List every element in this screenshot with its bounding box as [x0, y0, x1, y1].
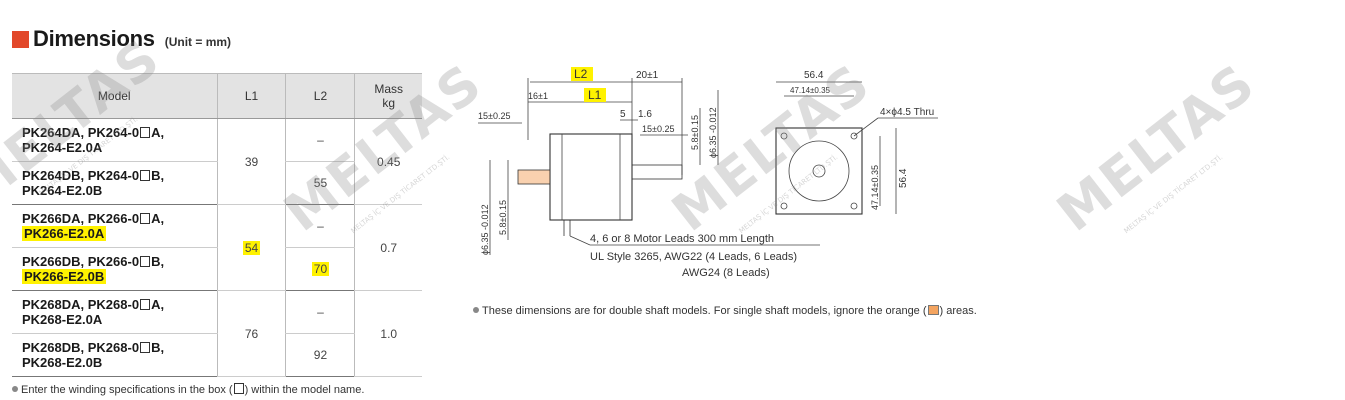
front-shaft-circle [812, 164, 826, 178]
l2-cell: – [285, 290, 355, 334]
l1-cell: 39 [216, 118, 286, 205]
winding-note: Enter the winding specifications in the … [12, 383, 364, 396]
winding-box-icon [140, 170, 151, 181]
dim-label-dia-right: ϕ6.35 -0.012 [708, 107, 718, 158]
header-mass-line1: Mass [374, 82, 404, 96]
mount-hole [850, 132, 858, 140]
motor-front-view [775, 127, 863, 215]
dim-label-l2: L2 [574, 67, 588, 81]
dim-label-1-6: 1.6 [638, 109, 652, 120]
header-l2: L2 [285, 73, 355, 119]
section-title: Dimensions [33, 26, 155, 51]
l2-cell: 70 [285, 247, 355, 291]
bullet-icon [473, 307, 479, 313]
dim-label-15a: 15±0.25 [478, 111, 510, 121]
l1-cell: 76 [216, 290, 286, 377]
l2-cell: – [285, 204, 355, 248]
section-marker-icon [12, 31, 29, 48]
mount-hole [780, 202, 788, 210]
winding-box-icon [140, 213, 151, 224]
lead-note-1: 4, 6 or 8 Motor Leads 300 mm Length [590, 233, 774, 245]
dim-label-dia-left: ϕ6.35 -0.012 [480, 204, 490, 255]
front-shaft [631, 164, 683, 180]
highlight-l1 [584, 88, 606, 102]
mount-hole [850, 202, 858, 210]
winding-box-icon [140, 342, 151, 353]
motor-leads [563, 220, 571, 236]
motor-dimension-drawing: L2 20±1 16±1 L1 15±0.25 5 1.6 15±0.25 5.… [478, 67, 938, 279]
mass-cell: 0.7 [354, 204, 422, 291]
rear-shaft-orange [517, 169, 551, 185]
leader-line-thru [853, 117, 879, 137]
lead-note-2: UL Style 3265, AWG22 (4 Leads, 6 Leads) [590, 251, 797, 263]
dim-label-l1: L1 [588, 88, 602, 102]
winding-box-icon [233, 383, 244, 394]
highlighted-l2: 70 [311, 262, 330, 276]
leader-line [569, 235, 591, 246]
dim-label-58-right: 5.8±0.15 [690, 115, 700, 150]
thru-hole-label: 4×ϕ4.5 Thru [880, 107, 934, 118]
unit-label: (Unit = mm) [164, 35, 232, 49]
dim-label-15b: 15±0.25 [642, 124, 674, 134]
header-mass: Mass kg [354, 73, 422, 119]
lead-note-3: AWG24 (8 Leads) [682, 267, 770, 279]
front-boss-circle [788, 140, 850, 202]
mount-hole [780, 132, 788, 140]
orange-area-icon [927, 305, 939, 315]
l2-cell: 92 [285, 333, 355, 377]
highlighted-model: PK266-E2.0B [22, 269, 107, 284]
dim-label-564-top: 56.4 [804, 70, 824, 81]
double-shaft-note: These dimensions are for double shaft mo… [473, 305, 977, 317]
winding-box-icon [140, 256, 151, 267]
dim-label-4714-side: 47.14±0.35 [870, 165, 880, 210]
winding-box-icon [140, 299, 151, 310]
dim-label-16: 16±1 [528, 91, 548, 101]
dim-label-564-side: 56.4 [898, 168, 909, 188]
section-header: Dimensions (Unit = mm) [12, 26, 231, 52]
dim-label-4714-top: 47.14±0.35 [790, 86, 831, 95]
l1-cell: 54 [216, 204, 286, 291]
dim-label-20: 20±1 [636, 70, 659, 81]
header-model: Model [12, 73, 217, 119]
header-mass-line2: kg [382, 96, 396, 110]
mass-cell: 0.45 [354, 118, 422, 205]
l2-cell: – [285, 118, 355, 162]
winding-box-icon [140, 127, 151, 138]
mass-cell: 1.0 [354, 290, 422, 377]
dim-label-5: 5 [620, 109, 626, 120]
highlight-l2 [571, 67, 593, 81]
header-l1: L1 [216, 73, 286, 119]
l2-cell: 55 [285, 161, 355, 205]
table-header-row: Model L1 L2 Mass kg [12, 73, 422, 119]
highlighted-l1: 54 [242, 240, 261, 255]
dim-label-58-left: 5.8±0.15 [498, 200, 508, 235]
watermark-logo: MELTAS [1046, 52, 1268, 244]
highlighted-model: PK266-E2.0A [22, 226, 107, 241]
bullet-icon [12, 386, 18, 392]
